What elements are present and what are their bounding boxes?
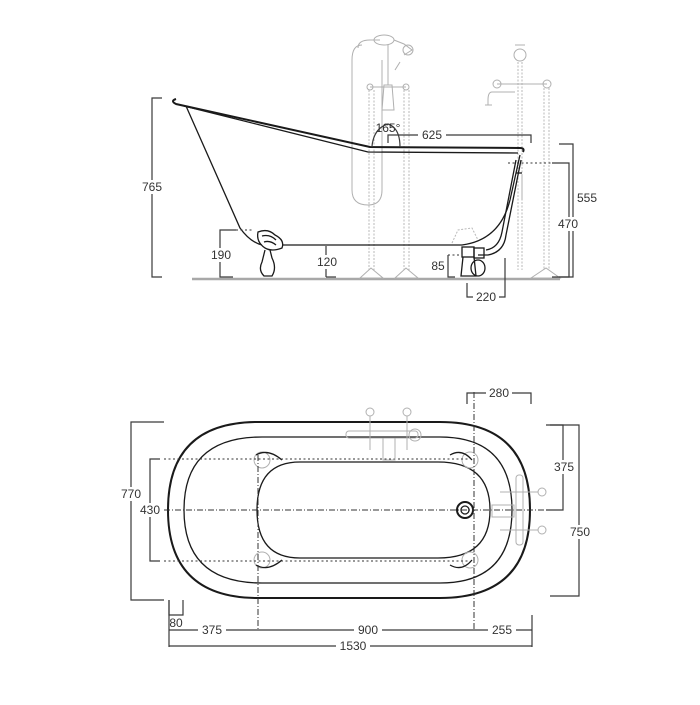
label-255: 255	[492, 623, 512, 637]
dim-overflow-height: 470	[508, 162, 581, 278]
dim-overall-height: 765	[139, 97, 165, 278]
label-625: 625	[422, 128, 442, 142]
tub-basin	[256, 461, 491, 559]
dim-foot-height: 190	[208, 229, 252, 278]
dim-centre-to-edge: 375	[546, 424, 578, 511]
dim-tap-offset: 280	[466, 386, 532, 404]
label-165-degrees: 165°	[376, 121, 401, 135]
label-430: 430	[140, 503, 160, 517]
dim-waste-height: 85	[431, 254, 462, 278]
label-375-right: 375	[554, 460, 574, 474]
label-470: 470	[558, 217, 578, 231]
end-taps-plan	[491, 474, 547, 546]
label-770: 770	[121, 487, 141, 501]
dim-foot-offset: 80	[168, 600, 184, 630]
label-280: 280	[489, 386, 509, 400]
dim-base-clearance: 120	[314, 246, 340, 278]
bathtub-side-profile	[172, 98, 525, 256]
label-85: 85	[431, 259, 445, 273]
shower-mixer-fitting	[351, 34, 420, 279]
dim-overall-width: 770	[118, 421, 164, 601]
deck-taps-plan	[345, 407, 422, 461]
claw-foot-left	[257, 229, 284, 277]
side-view: 765 190 120 165° 625	[139, 34, 600, 304]
label-1530: 1530	[340, 639, 367, 653]
label-765: 765	[142, 180, 162, 194]
label-750: 750	[570, 525, 590, 539]
label-220: 220	[476, 290, 496, 304]
dim-rim-height: 555	[559, 143, 600, 278]
dim-overall-length: 1530	[169, 639, 532, 653]
label-120: 120	[317, 255, 337, 269]
label-375-left: 375	[202, 623, 222, 637]
label-80: 80	[169, 616, 183, 630]
label-190: 190	[211, 248, 231, 262]
label-900: 900	[358, 623, 378, 637]
dim-waste-offset: 220	[466, 258, 506, 304]
dim-backrest-angle: 165°	[371, 121, 401, 148]
dim-length-chain: 375 900 255	[168, 600, 533, 647]
tub-outer-rim	[166, 421, 532, 599]
tub-inner-rim	[183, 436, 513, 584]
plan-view: 770 430 80 375 900 255	[118, 386, 594, 653]
dim-feet-width: 430	[137, 458, 163, 562]
claw-foot-right	[451, 227, 486, 277]
dim-rim-flat-length: 625	[387, 128, 532, 143]
label-555: 555	[577, 191, 597, 205]
dim-end-width: 750	[550, 424, 594, 597]
feet-plan	[253, 451, 479, 569]
bath-tap-fitting	[485, 44, 562, 279]
